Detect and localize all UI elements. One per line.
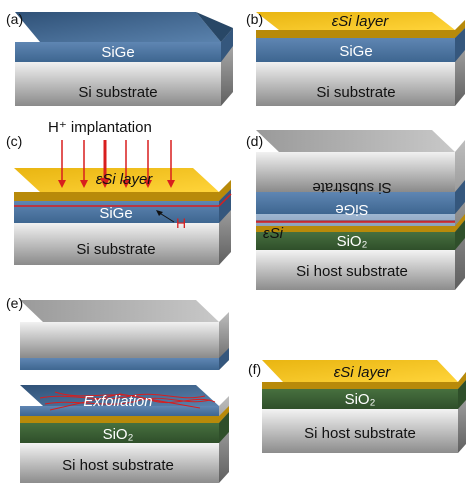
sio2-layer	[20, 423, 219, 443]
sio2-label: SiO₂	[345, 391, 376, 408]
panel-f: (f) εSi layer SiO₂ Si host substrate	[248, 360, 466, 453]
exfoliation-label: Exfoliation	[83, 393, 152, 410]
si-host-substrate	[262, 409, 458, 453]
exfoliation-marks	[39, 391, 216, 411]
flipped-si-substrate	[256, 152, 455, 192]
detached-sige-layer	[20, 358, 219, 370]
implantation-arrows	[58, 140, 175, 188]
esi-layer	[256, 226, 455, 232]
substrate-label: Si substrate	[78, 84, 157, 101]
panel-label: (c)	[6, 133, 22, 149]
si-substrate	[14, 223, 219, 265]
sige-top-face	[15, 12, 221, 42]
substrate-label: Si substrate	[76, 241, 155, 258]
sio2-label: SiO₂	[103, 426, 134, 443]
panel-label: (a)	[6, 11, 23, 27]
si-substrate	[256, 62, 455, 106]
sige-layer	[15, 42, 221, 62]
substrate-label: Si substrate	[316, 84, 395, 101]
esi-layer	[20, 416, 219, 423]
esi-top-face	[14, 168, 219, 192]
flipped-sige-layer	[256, 192, 455, 214]
si-host-substrate	[256, 250, 455, 290]
sio2-layer	[262, 389, 458, 409]
panel-a: (a) SiGe Si substrate	[6, 11, 233, 106]
panel-e: (e) Exfoliation SiO₂ Si host substrate	[6, 295, 229, 483]
flipped-sige-label: SiGe	[335, 201, 368, 218]
esi-label: εSi	[263, 225, 284, 242]
panel-c: (c) H⁺ implantation εSi layer SiGe H Si …	[6, 119, 232, 265]
sio2-label: SiO₂	[337, 233, 368, 250]
panel-label: (f)	[248, 361, 261, 377]
esi-top-face	[256, 12, 455, 30]
host-substrate-label: Si host substrate	[304, 425, 416, 442]
sige-label: SiGe	[339, 43, 372, 60]
sige-label: SiGe	[101, 44, 134, 61]
sio2-layer	[256, 232, 455, 250]
h-marker-label: H	[176, 215, 186, 231]
esi-label: εSi layer	[96, 171, 154, 188]
flipped-substrate-label: Si substrate	[312, 179, 391, 196]
panel-label: (d)	[246, 133, 263, 149]
panel-label: (e)	[6, 295, 23, 311]
esi-label: εSi layer	[332, 13, 390, 30]
panel-b: (b) εSi layer SiGe Si substrate	[246, 11, 465, 106]
panel-label: (b)	[246, 11, 263, 27]
host-substrate-label: Si host substrate	[62, 457, 174, 474]
sige-layer	[256, 38, 455, 62]
implantation-title: H⁺ implantation	[48, 119, 152, 136]
esi-label: εSi layer	[334, 364, 392, 381]
detached-si-substrate	[20, 322, 219, 358]
esi-top-face	[262, 360, 458, 382]
panel-d: (d) Si substrate SiGe εSi SiO₂ Si host s…	[246, 130, 465, 290]
sige-label: SiGe	[99, 205, 132, 222]
si-host-substrate	[20, 443, 219, 483]
esi-layer	[256, 30, 455, 38]
exfoliated-sige-top	[20, 385, 219, 406]
esi-layer	[262, 382, 458, 389]
esi-layer	[14, 192, 219, 201]
si-substrate	[15, 62, 221, 106]
host-substrate-label: Si host substrate	[296, 263, 408, 280]
